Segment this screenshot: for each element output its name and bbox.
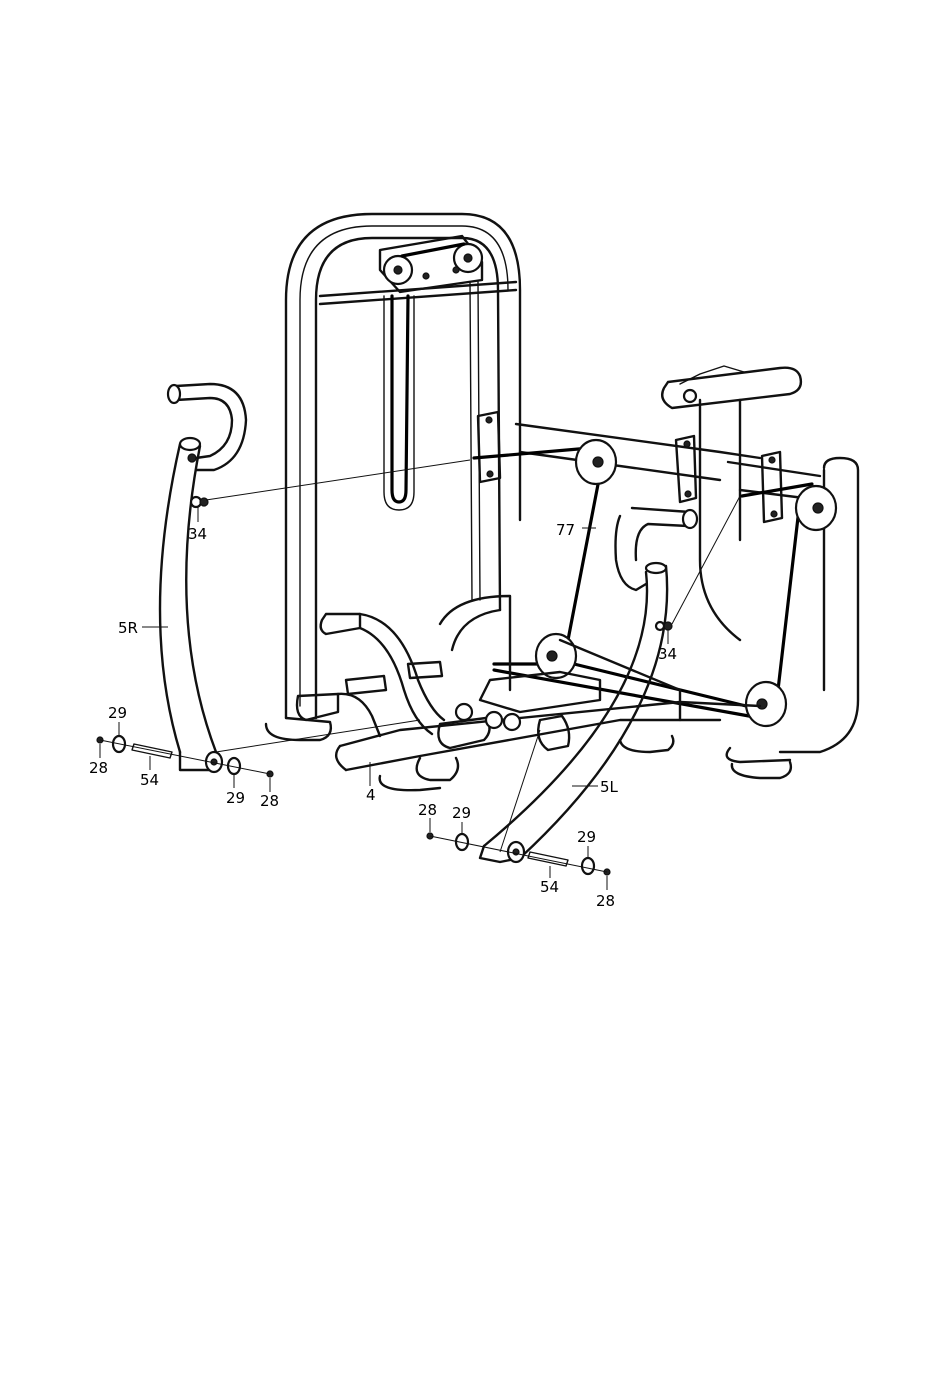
- cable-77: [474, 448, 812, 718]
- callout-34-left-arm: 34: [658, 645, 677, 663]
- pulley-lower-right: [746, 682, 786, 726]
- rear-frame-beams: [516, 366, 858, 778]
- callout-28-b: 28: [260, 792, 279, 810]
- callout-34-right-arm: 34: [188, 525, 207, 543]
- callout-28-c: 28: [418, 801, 437, 819]
- callout-4: 4: [366, 786, 376, 804]
- arm-5R: [160, 384, 246, 772]
- pulley-upper-right: [796, 486, 836, 530]
- cable-guide-tube: [384, 296, 414, 510]
- pulley-upper-left: [576, 440, 616, 484]
- callout-5L: 5L: [600, 778, 619, 796]
- callout-5R: 5R: [118, 619, 138, 637]
- callout-29-c: 29: [452, 804, 471, 822]
- callout-29-a: 29: [108, 704, 127, 722]
- callout-29-b: 29: [226, 789, 245, 807]
- foot-rollers: [297, 614, 490, 748]
- callout-28-a: 28: [89, 759, 108, 777]
- callout-77: 77: [556, 521, 575, 539]
- callout-labels: 34 77 5R 34 29 28 54 29 28 4 5L 28 29 29…: [89, 521, 677, 910]
- callout-54-a: 54: [140, 771, 159, 789]
- top-pulley-bracket: [380, 236, 482, 292]
- callout-29-d: 29: [577, 828, 596, 846]
- callout-28-d: 28: [596, 892, 615, 910]
- callout-54-b: 54: [540, 878, 559, 896]
